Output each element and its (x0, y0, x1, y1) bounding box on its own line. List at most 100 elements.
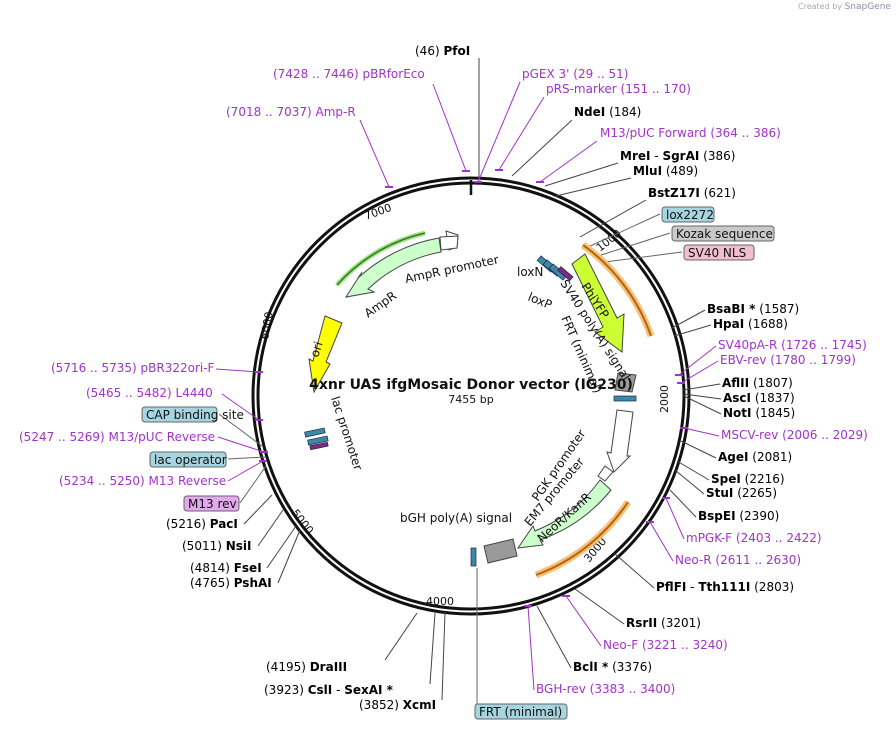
enzyme-pos: (5216) (166, 517, 210, 531)
leader-line (539, 140, 598, 183)
primer-label: (7018 .. 7037) Amp-R (226, 105, 356, 119)
enzyme-label: BspEI (2390) (698, 509, 779, 523)
enzyme-pos: (3923) (264, 683, 308, 697)
neor-arrow (516, 479, 612, 549)
enzyme-label: (4765) PshAI (190, 576, 272, 590)
enzyme-label: AscI (1837) (723, 391, 795, 405)
enzyme-pos: (3201) (657, 616, 701, 630)
primer-range: (5247 .. 5269) (19, 430, 109, 444)
leader-line (555, 177, 632, 197)
leader-line (227, 456, 266, 460)
leader-line (257, 509, 284, 547)
enzyme-label: AflII (1807) (722, 376, 793, 390)
leader-line (673, 324, 712, 337)
primer-label: (5716 .. 5735) pBR322ori-F (51, 361, 215, 375)
primer-name: M13/pUC Reverse (109, 430, 216, 444)
primer-label: EBV-rev (1780 .. 1799) (720, 353, 856, 367)
leader-line (669, 489, 697, 518)
bgh-polya-box (483, 538, 518, 564)
credit: Created by SnapGene (798, 2, 891, 12)
enzyme-name: AscI (723, 391, 751, 405)
primer-name: mPGK-F (686, 531, 732, 545)
primer-name: Amp-R (316, 105, 356, 119)
primer-label: (5465 .. 5482) L4440 (86, 386, 213, 400)
lac-operator-mark (307, 435, 329, 446)
primer-name: M13 Reverse (149, 474, 227, 488)
primer-label: mPGK-F (2403 .. 2422) (686, 531, 822, 545)
enzyme-label: (3852) XcmI (359, 698, 436, 712)
enzyme-pos: (46) (415, 44, 443, 58)
primer-name: Neo-F (603, 638, 638, 652)
amp-green-line (336, 232, 426, 286)
enzyme-label: MreI - SgrAI (386) (620, 149, 735, 163)
leader-line (597, 232, 671, 257)
leader-line (604, 251, 683, 263)
enzyme-name: BclI * (573, 660, 609, 674)
enzyme-name: RsrII (626, 616, 657, 630)
leader-line (683, 393, 722, 400)
enzyme-pos: (3376) (608, 660, 652, 674)
primer-label: MSCV-rev (2006 .. 2029) (721, 428, 868, 442)
enzyme-name: PfoI (443, 44, 470, 58)
enzyme-pos: (2081) (748, 450, 792, 464)
primer-label: SV40pA-R (1726 .. 1745) (718, 338, 867, 352)
enzyme-pos: (1837) (751, 391, 795, 405)
enzyme-name: AgeI (718, 450, 748, 464)
primer-name: EBV-rev (720, 353, 766, 367)
primer-name: pBRforEco (363, 67, 425, 81)
leader-line (665, 497, 685, 540)
primer-name: MSCV-rev (721, 428, 778, 442)
enzyme-pos: (2216) (741, 472, 785, 486)
enzyme-label: (3923) CslI - SexAI * (264, 683, 394, 697)
ori-arrow (308, 315, 343, 394)
primer-label: Neo-F (3221 .. 3240) (603, 638, 728, 652)
leader-line (682, 383, 721, 391)
primer-name: pBR322ori-F (141, 361, 215, 375)
enzyme-pos: (621) (700, 186, 736, 200)
enzyme-name: StuI (706, 486, 733, 500)
map-length: 7455 bp (448, 393, 493, 406)
enzyme-label: PflFI - Tth111I (2803) (656, 580, 794, 594)
leader-line (674, 469, 705, 495)
leader-line (498, 96, 545, 171)
frt-mark-2 (470, 547, 477, 567)
enzyme-name2: SgrAI (662, 149, 699, 163)
leader-line (432, 83, 467, 172)
primer-name: SV40pA-R (718, 338, 777, 352)
feature-box-label: lox2272 (666, 208, 714, 222)
leader-line (277, 529, 301, 584)
leader-line (429, 612, 436, 685)
enzyme-name: PshAI (234, 576, 272, 590)
enzyme-pos: (4765) (190, 576, 234, 590)
frt-mark-1 (613, 395, 637, 402)
leader-line (579, 199, 647, 238)
enzyme-label: StuI (2265) (706, 486, 777, 500)
cap-site-mark (304, 427, 326, 438)
enzyme-label: BsaBI * (1587) (707, 302, 799, 316)
enzyme-label: (4814) FseI (190, 561, 262, 575)
leader-line (680, 360, 719, 384)
primer-range: (2006 .. 2029) (778, 428, 868, 442)
leader-line (565, 595, 602, 647)
enzyme-name: AflII (722, 376, 749, 390)
leader-line (359, 119, 390, 188)
leader-line (649, 521, 674, 562)
leader-line (683, 427, 720, 437)
label-ori: ori (308, 340, 326, 359)
primer-label: M13/pUC Forward (364 .. 386) (600, 126, 781, 140)
primer-name: M13/pUC Forward (600, 126, 707, 140)
leader-line (218, 413, 263, 447)
enzyme-label: (46) PfoI (415, 44, 470, 58)
leader-line (676, 460, 710, 481)
leader-line (243, 494, 273, 525)
enzyme-label: BstZ17I (621) (648, 186, 736, 200)
enzyme-pos: (4814) (190, 561, 234, 575)
primer-range: (3221 .. 3240) (638, 638, 728, 652)
primer-range: (151 .. 170) (617, 82, 691, 96)
enzyme-sep: - (332, 683, 344, 697)
feature-box (474, 703, 568, 720)
label-lines (215, 58, 722, 704)
leader-line (574, 588, 625, 625)
enzyme-pos: (386) (699, 149, 735, 163)
